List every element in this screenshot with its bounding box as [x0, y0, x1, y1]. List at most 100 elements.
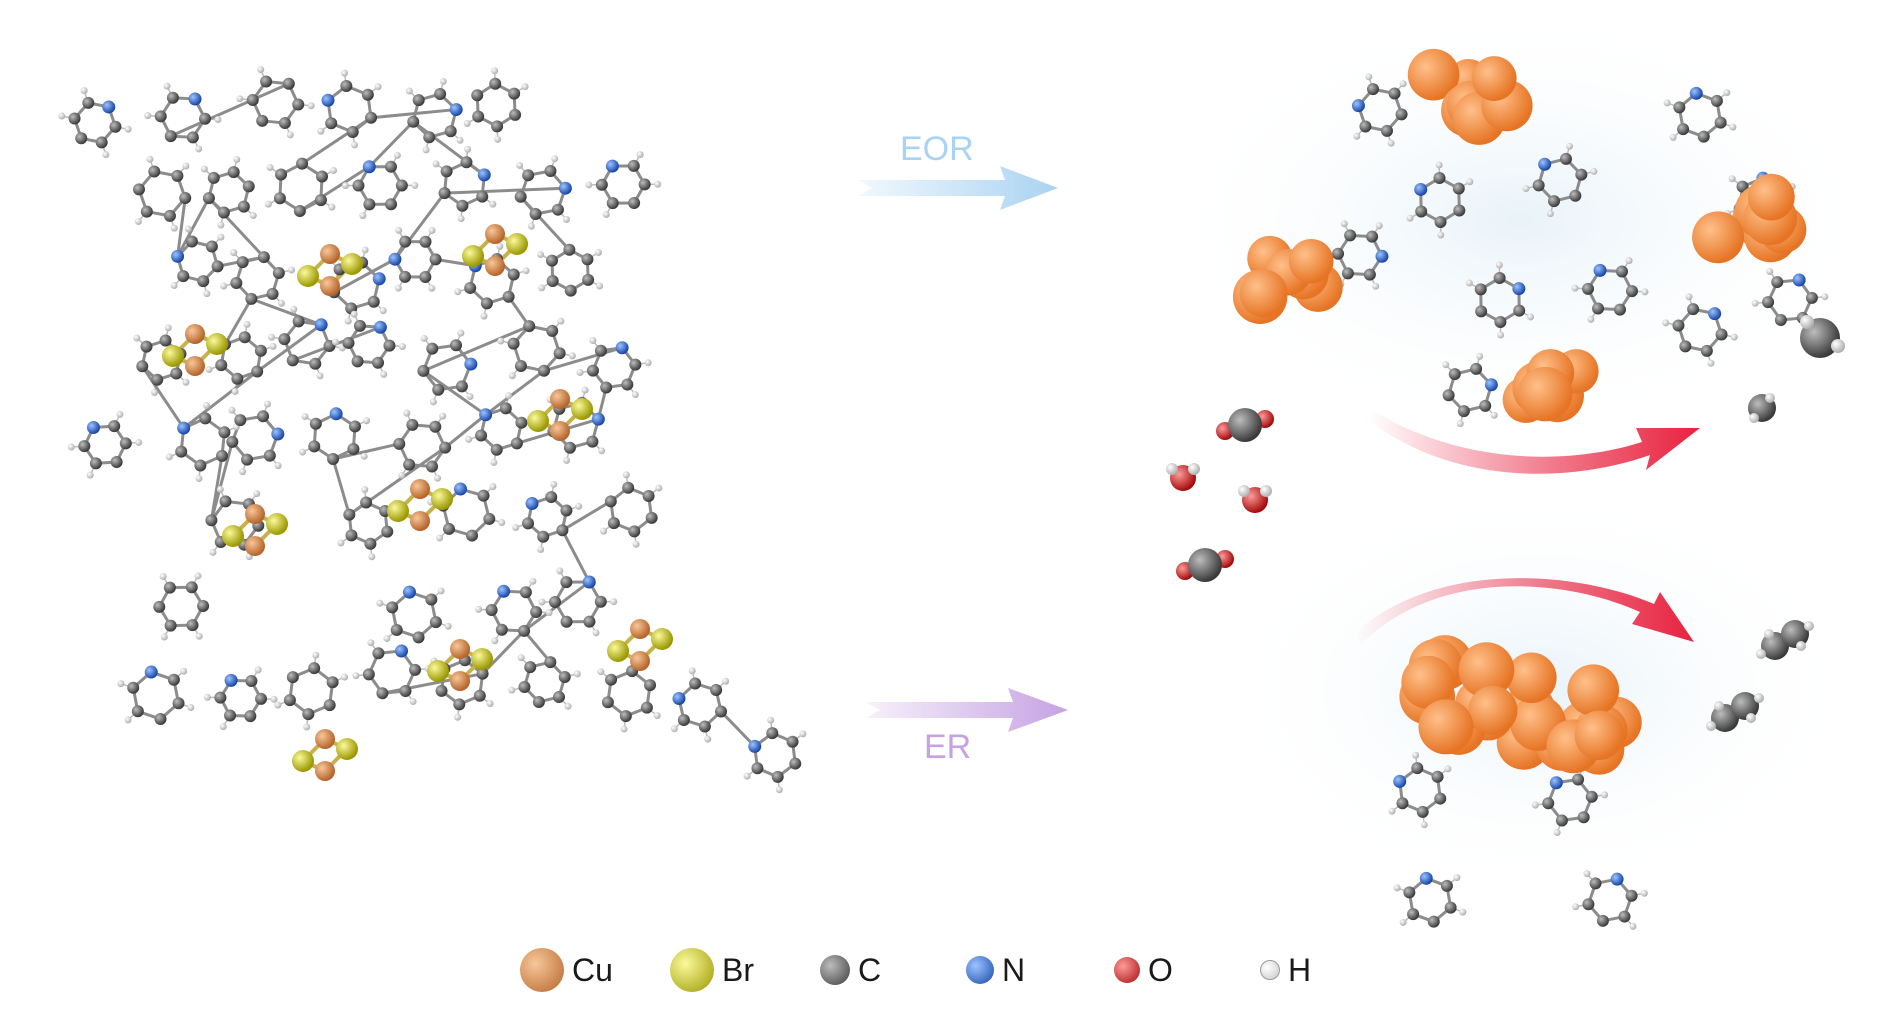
- bromine-atom: [162, 345, 184, 367]
- nitrogen-atom: [1792, 273, 1806, 287]
- hydrogen-atom: [557, 317, 565, 325]
- hydrogen-atom: [1730, 333, 1738, 341]
- hydrogen-atom: [1531, 801, 1539, 809]
- bromine-atom: [292, 750, 314, 772]
- carbon-atom: [594, 344, 607, 357]
- legend-label-cu: Cu: [572, 951, 613, 988]
- carbon-atom: [197, 599, 210, 612]
- nitrogen-atom: [314, 318, 328, 332]
- hydrogen-atom: [217, 221, 225, 229]
- hydrogen-atom: [465, 435, 473, 443]
- carbon-atom: [205, 514, 218, 527]
- carbon-atom: [1416, 805, 1429, 818]
- hydrogen-atom: [1406, 214, 1414, 222]
- carbon-atom: [1188, 548, 1222, 582]
- hydrogen-atom: [1625, 257, 1633, 265]
- carbon-atom: [485, 603, 498, 616]
- carbon-atom: [154, 713, 167, 726]
- hydrogen-atom: [688, 667, 696, 675]
- hydrogen-atom: [432, 160, 440, 168]
- hydrogen-atom: [363, 417, 371, 425]
- carbon-atom: [472, 110, 485, 123]
- hydrogen-atom: [170, 224, 178, 232]
- hydrogen-atom: [489, 483, 497, 491]
- carbon-atom: [292, 315, 305, 328]
- carbon-atom: [489, 77, 502, 90]
- carbon-atom: [314, 194, 327, 207]
- nitrogen-atom: [1549, 776, 1563, 790]
- hydrogen-atom: [80, 87, 88, 95]
- hydrogen-atom: [1587, 315, 1595, 323]
- hydrogen-atom: [632, 540, 640, 548]
- hydrogen-atom: [457, 329, 465, 337]
- carbon-atom: [1679, 340, 1692, 353]
- carbon-atom: [403, 458, 416, 471]
- hydrogen-atom: [521, 83, 529, 91]
- carbon-atom: [353, 319, 366, 332]
- hydrogen-atom: [436, 534, 444, 542]
- copper-cluster-atom: [1288, 238, 1334, 284]
- hydrogen-atom: [116, 410, 124, 418]
- carbon-atom: [75, 132, 88, 145]
- carbon-atom: [1555, 814, 1568, 827]
- bromine-atom: [336, 738, 358, 760]
- carbon-atom: [419, 235, 432, 248]
- hydrogen-atom: [596, 282, 604, 290]
- carbon-atom: [438, 187, 451, 200]
- carbon-atom: [419, 270, 432, 283]
- hydrogen-atom: [182, 378, 190, 386]
- hydrogen-atom: [545, 609, 553, 617]
- hydrogen-atom: [464, 145, 472, 153]
- hydrogen-atom: [454, 288, 462, 296]
- bromine-atom: [387, 500, 409, 522]
- hydrogen-atom: [393, 151, 401, 159]
- carbon-atom: [409, 663, 422, 676]
- hydrogen-atom: [1388, 807, 1396, 815]
- carbon-atom: [406, 418, 419, 431]
- hydrogen-atom: [1387, 139, 1395, 147]
- copper-atom: [450, 671, 470, 691]
- carbon-atom: [789, 757, 802, 770]
- nitrogen-atom: [102, 100, 116, 114]
- hydrogen-atom: [670, 725, 678, 733]
- carbon-atom: [483, 512, 496, 525]
- hydrogen-atom: [480, 312, 488, 320]
- carbon-atom: [254, 344, 267, 357]
- carbon-atom: [234, 414, 247, 427]
- hydrogen-atom: [550, 480, 558, 488]
- hydrogen-atom: [439, 77, 447, 85]
- legend-label-o: O: [1148, 951, 1173, 988]
- carbon-atom: [1434, 792, 1447, 805]
- hydrogen-atom: [512, 523, 520, 531]
- carbon-atom: [214, 691, 227, 704]
- carbon-atom: [326, 676, 339, 689]
- nitrogen-atom: [1689, 86, 1703, 100]
- carbon-atom: [78, 440, 91, 453]
- hydrogen-atom: [1495, 261, 1503, 269]
- hydrogen-atom: [398, 471, 406, 479]
- carbon-atom: [1547, 195, 1560, 208]
- hydrogen-atom: [1714, 701, 1724, 711]
- bond: [522, 629, 552, 664]
- nitrogen-atom: [86, 420, 100, 434]
- legend-item-br: Br: [670, 945, 754, 995]
- hydrogen-atom: [602, 210, 610, 218]
- hydrogen-atom: [135, 438, 143, 446]
- carbon-atom: [386, 601, 399, 614]
- hydrogen-atom: [350, 141, 358, 149]
- bond: [209, 440, 234, 522]
- carbon-atom: [363, 198, 376, 211]
- carbon-atom: [1585, 790, 1598, 803]
- nitrogen-atom: [1375, 249, 1389, 263]
- carbon-atom: [1575, 168, 1588, 181]
- carbon-atom: [211, 260, 224, 273]
- hydrogen-atom: [286, 131, 294, 139]
- hydrogen-atom: [1590, 167, 1598, 175]
- carbon-atom: [544, 164, 557, 177]
- carbon-atom: [1560, 152, 1573, 165]
- carbon-atom: [215, 359, 228, 372]
- nitrogen-atom: [497, 584, 511, 598]
- carbon-atom: [600, 381, 613, 394]
- carbon-atom: [429, 420, 442, 433]
- hydrogen-atom: [597, 668, 605, 676]
